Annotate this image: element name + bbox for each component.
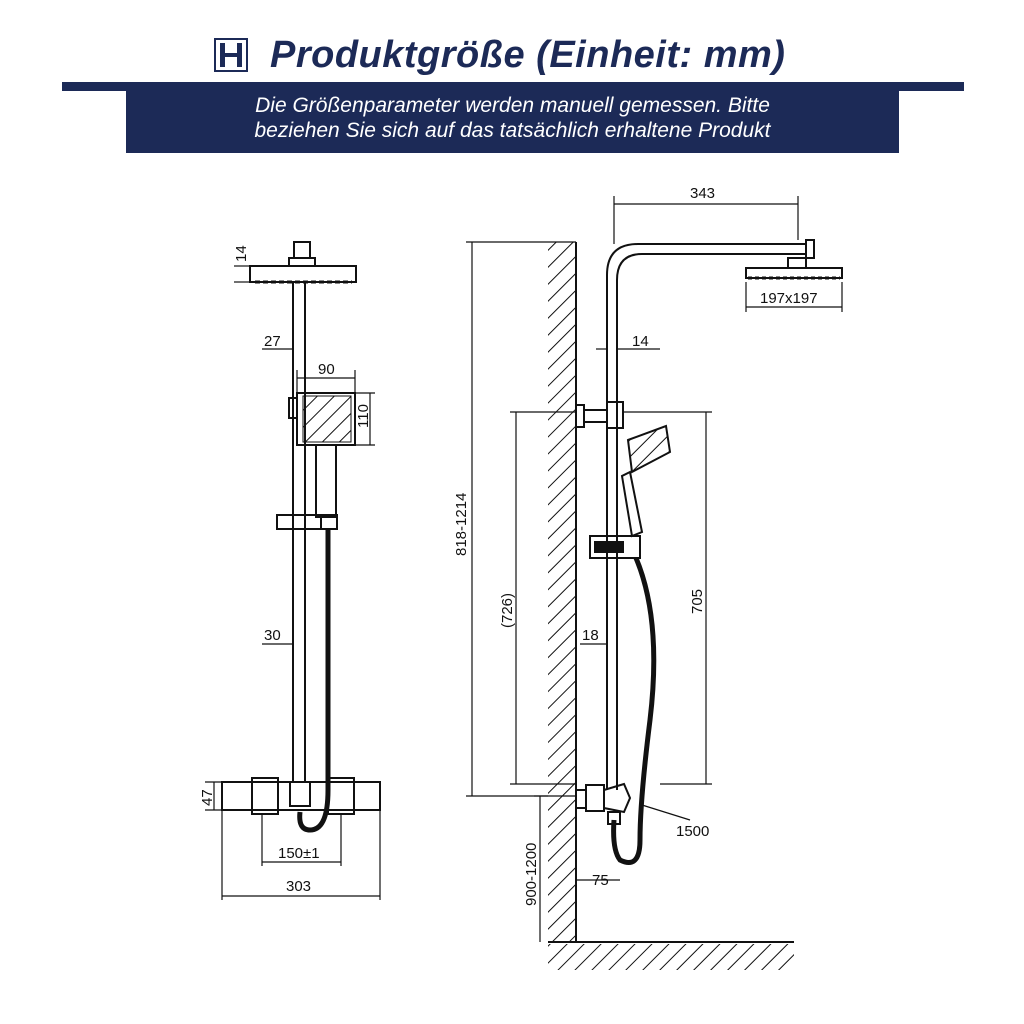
side-dimension-lines: [466, 196, 843, 942]
page-title: Produktgröße (Einheit: mm): [270, 34, 786, 76]
dim-valve-height: 47: [199, 789, 216, 806]
brand-logo-icon: [214, 38, 248, 72]
dim-pipe-upper: 27: [264, 333, 281, 350]
dim-hose: 1500: [676, 823, 709, 840]
dim-offset-75: 75: [592, 872, 609, 889]
dim-ref-726: (726): [499, 593, 516, 628]
dim-slide-705: 705: [689, 589, 706, 614]
header: Produktgröße (Einheit: mm): [0, 30, 1024, 90]
dim-valve-width: 303: [286, 878, 311, 895]
side-wall-bracket: [575, 401, 624, 429]
measurement-note-banner: Die Größenparameter werden manuell gemes…: [126, 91, 899, 153]
side-riser-arm: [606, 243, 806, 790]
dim-pipe-14: 14: [632, 333, 649, 350]
front-hand-shower: [276, 392, 356, 530]
dim-height-range: 818-1214: [453, 493, 470, 556]
front-main-pipe: [292, 282, 306, 782]
front-shower-head: [249, 241, 357, 284]
side-view: [466, 196, 843, 970]
note-line-1: Die Größenparameter werden manuell gemes…: [255, 94, 770, 117]
front-hose: [297, 529, 331, 833]
side-hand-shower: [589, 424, 672, 559]
dim-arm-length: 343: [690, 185, 715, 202]
dim-hand-width: 90: [318, 361, 335, 378]
side-hose: [611, 557, 657, 865]
dim-head-thickness: 14: [233, 245, 250, 262]
dim-head-size: 197x197: [760, 290, 818, 307]
front-view: [205, 241, 381, 900]
dim-pipe-18: 18: [582, 627, 599, 644]
front-dimension-lines: [205, 265, 381, 900]
dim-pipe-lower: 30: [264, 627, 281, 644]
floor-hatch: [548, 944, 794, 970]
title-underline: [62, 82, 964, 91]
front-thermostat-valve: [221, 777, 381, 815]
side-valve: [575, 782, 632, 825]
side-rain-head: [745, 257, 843, 280]
note-line-2: beziehen Sie sich auf das tatsächlich er…: [254, 119, 771, 142]
dim-install-height: 900-1200: [523, 843, 540, 906]
wall-hatch: [548, 242, 576, 942]
dim-hand-height: 110: [355, 404, 372, 428]
dim-inlet-spacing: 150±1: [278, 845, 320, 862]
